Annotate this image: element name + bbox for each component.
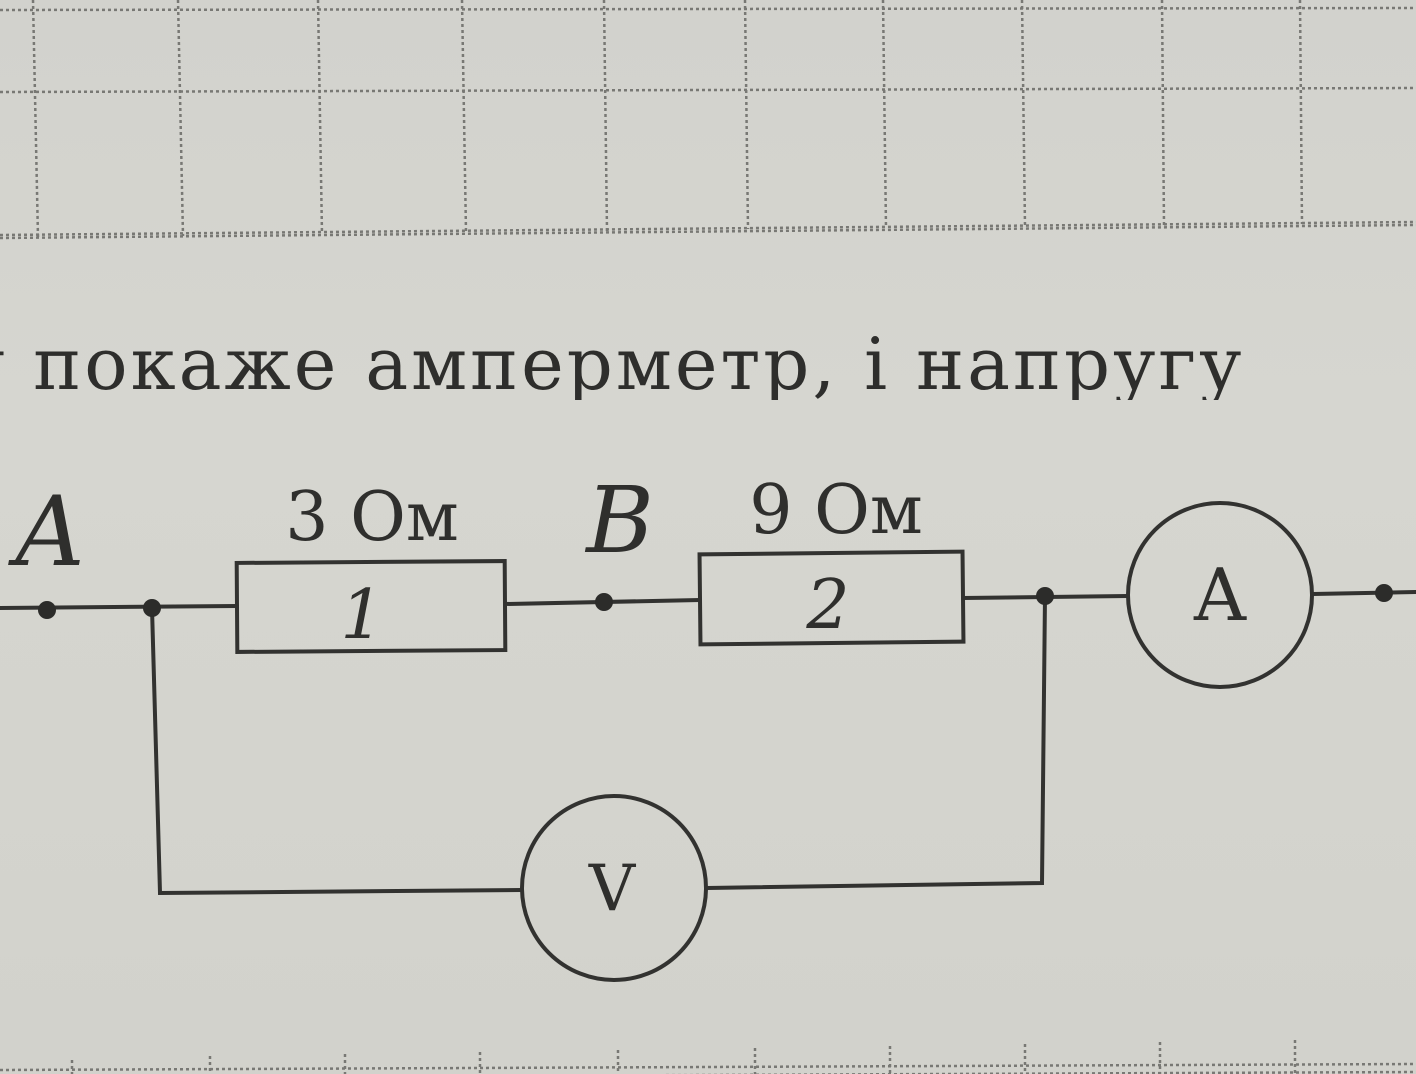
voltmeter-circle — [520, 794, 708, 982]
ammeter-label: A — [1193, 553, 1247, 637]
junction-left-dot — [143, 599, 161, 617]
junction-right-dot — [1036, 587, 1054, 605]
wire-voltmeter-right — [705, 594, 1047, 890]
resistor-1 — [234, 559, 508, 654]
wire-a-to-r1 — [0, 604, 239, 610]
point-a-label: A — [7, 476, 84, 588]
terminal-out-dot — [1375, 584, 1393, 602]
resistor-2-value-label: 9 Ом — [749, 471, 923, 550]
point-b-dot — [595, 593, 613, 611]
terminal-a-dot — [38, 601, 56, 619]
grid-paper-bottom — [0, 1040, 1416, 1074]
circuit-diagram: A B 3 Ом 9 Ом 1 2 A V — [0, 467, 1416, 982]
ammeter-circle — [1126, 501, 1314, 689]
voltmeter-label: V — [588, 852, 637, 926]
resistor-1-number: 1 — [340, 576, 383, 655]
grid-paper-top — [0, 0, 1416, 240]
task-text-line: у покаже амперметр, і напругу — [0, 328, 1245, 400]
point-b-label: B — [584, 467, 654, 574]
wire-ammeter-out — [1311, 590, 1416, 596]
wire-voltmeter-left — [150, 606, 524, 896]
resistor-1-value-label: 3 Ом — [285, 478, 459, 557]
resistor-2-number: 2 — [805, 566, 849, 645]
resistor-2 — [697, 549, 966, 647]
